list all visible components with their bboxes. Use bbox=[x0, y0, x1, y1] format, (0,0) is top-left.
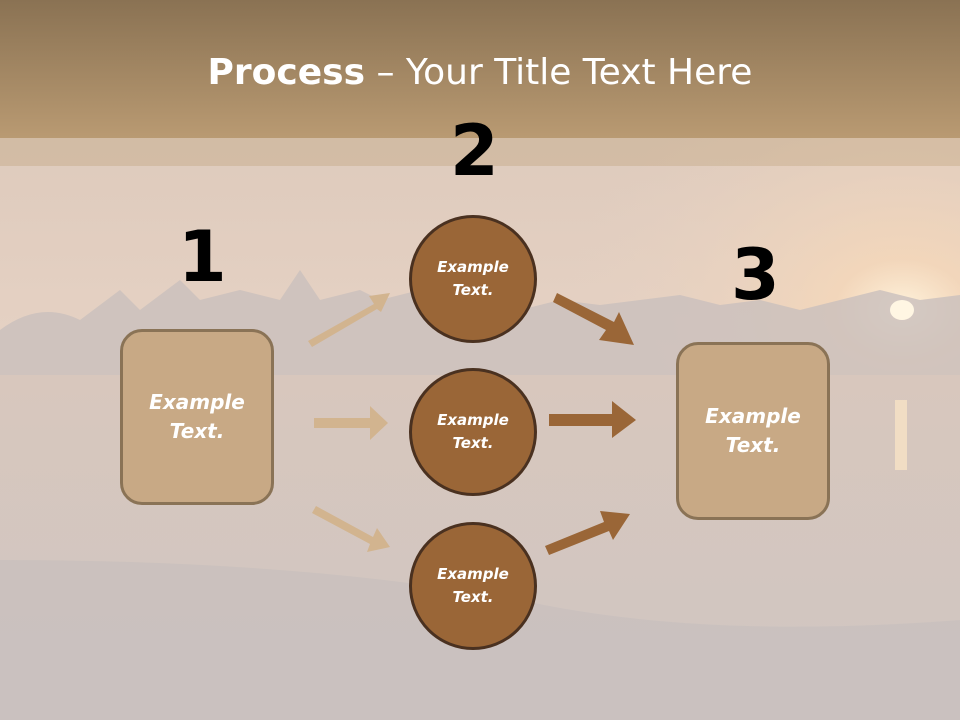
right-box-text: Example Text. bbox=[705, 404, 801, 457]
step-number-3: 3 bbox=[731, 234, 780, 316]
title-rest: – Your Title Text Here bbox=[365, 52, 753, 93]
arrow-top-to-right bbox=[553, 293, 634, 345]
left-box-text: Example Text. bbox=[149, 390, 245, 443]
circle-middle-text: Example Text. bbox=[437, 411, 509, 452]
arrow-left-to-bottom bbox=[312, 506, 390, 552]
title-bold: Process bbox=[207, 52, 366, 93]
circle-bottom: Example Text. bbox=[409, 522, 537, 650]
step-number-2: 2 bbox=[450, 110, 499, 192]
circle-top-text: Example Text. bbox=[437, 258, 509, 299]
step-number-1: 1 bbox=[178, 216, 227, 298]
right-box: Example Text. bbox=[676, 342, 830, 520]
arrow-middle-to-right bbox=[549, 401, 636, 438]
arrow-left-to-middle bbox=[314, 406, 388, 440]
circle-bottom-text: Example Text. bbox=[437, 565, 509, 606]
arrow-left-to-top bbox=[308, 293, 390, 347]
title-strip bbox=[0, 138, 960, 166]
arrow-bottom-to-right bbox=[545, 511, 630, 555]
circle-top: Example Text. bbox=[409, 215, 537, 343]
title-bar bbox=[0, 0, 960, 138]
slide-title: Process – Your Title Text Here bbox=[0, 52, 960, 93]
left-box: Example Text. bbox=[120, 329, 274, 505]
circle-middle: Example Text. bbox=[409, 368, 537, 496]
